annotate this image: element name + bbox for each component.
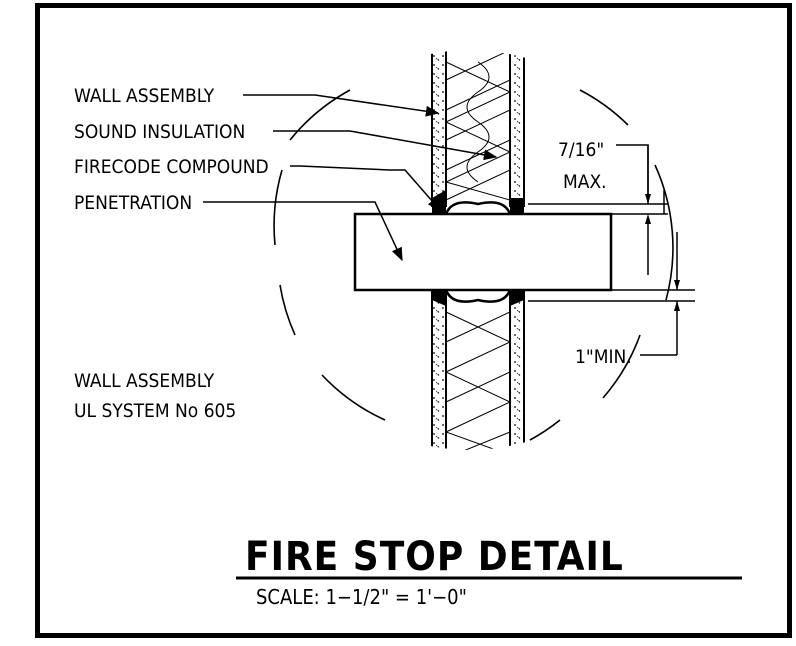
gypsum-board-right-top (509, 50, 525, 207)
label-firecode-compound: FIRECODE COMPOUND (74, 156, 269, 178)
firecode-compound-bottom (432, 290, 446, 306)
penetration-block (353, 212, 613, 292)
drawing-scale: SCALE: 1−1/2" = 1'−0" (256, 585, 467, 609)
label-sound-insulation: SOUND INSULATION (74, 121, 245, 143)
insulation-lobe-top (444, 201, 512, 215)
label-penetration: PENETRATION (74, 192, 192, 214)
gypsum-board-left-bottom (431, 291, 447, 450)
drawing-border (35, 3, 792, 638)
dimension-arrows (645, 194, 680, 311)
label-wall-assembly: WALL ASSEMBLY (74, 85, 215, 107)
sound-insulation-top (444, 50, 512, 201)
sound-insulation-top-curves (466, 61, 490, 183)
detail-circle (273, 89, 674, 441)
gypsum-board-left-top (431, 50, 447, 207)
label-system-line1: WALL ASSEMBLY (74, 370, 215, 392)
drawing-title: FIRE STOP DETAIL (245, 534, 624, 580)
sound-insulation-bottom (444, 311, 512, 450)
label-gap-max-value: 7/16" (558, 139, 604, 161)
insulation-lobe-bottom (444, 289, 512, 303)
firecode-compound-top-r (510, 198, 524, 214)
label-system-line2: UL SYSTEM No 605 (74, 400, 236, 422)
leader-lines (203, 94, 498, 262)
wall-assembly (431, 50, 525, 450)
label-clearance-min: 1"MIN. (575, 346, 632, 368)
firecode-compound-bottom-r (510, 290, 524, 306)
gypsum-board-right-bottom (509, 291, 525, 450)
label-gap-max-suffix: MAX. (563, 171, 607, 193)
